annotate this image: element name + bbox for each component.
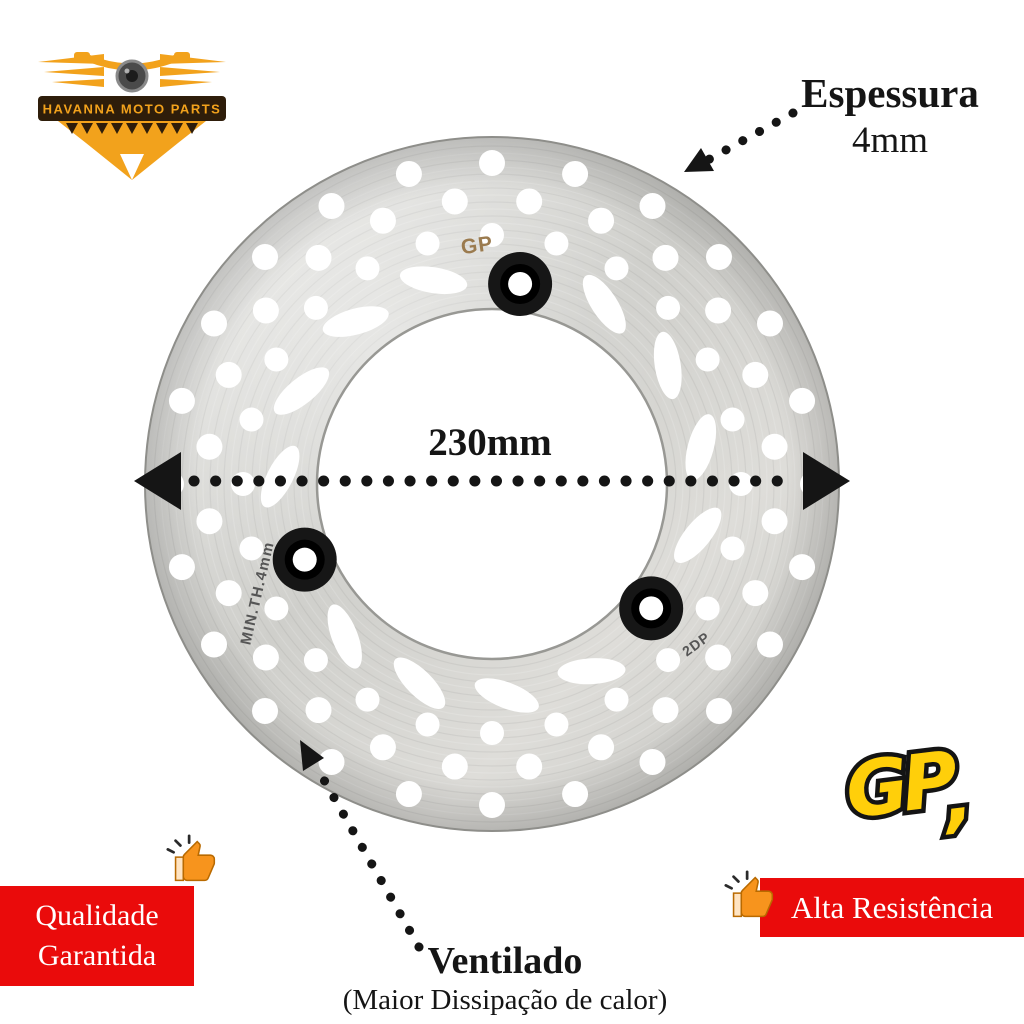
thumbs-up-icon (162, 830, 224, 892)
resistance-banner-label: Alta Resistência (790, 889, 994, 925)
diameter-value: 230mm (428, 421, 552, 464)
diameter-arrowhead-left-icon (134, 452, 181, 510)
ventilation-title: Ventilado (427, 940, 583, 982)
thickness-value: 4mm (851, 120, 929, 162)
sparkle-lines-icon (166, 834, 191, 854)
quality-banner: Qualidade Garantida (0, 886, 194, 986)
ventilation-subtitle: (Maior Dissipação de calor) (342, 983, 668, 1016)
quality-banner-line2: Garantida (37, 939, 157, 972)
gp-logo: GP , (836, 729, 985, 846)
disc-brand-mark: GP (459, 232, 494, 259)
brand-badge: HAVANNA MOTO PARTS (32, 40, 232, 195)
diameter-measurement (134, 452, 850, 510)
thickness-arrowhead-icon (684, 148, 714, 172)
badge-notch (120, 154, 144, 180)
sparkle-lines-icon (724, 870, 749, 890)
resistance-banner: Alta Resistência (760, 878, 1024, 937)
thumbs-up-icon (720, 866, 782, 928)
brand-badge-band (38, 96, 226, 121)
ventilation-callout: Ventilado (Maior Dissipação de calor) (255, 940, 755, 1017)
quality-banner-line1: Qualidade (35, 898, 159, 932)
badge-triangle-trim (66, 123, 198, 134)
thickness-title: Espessura (801, 70, 979, 116)
brand-badge-label: HAVANNA MOTO PARTS (43, 102, 222, 117)
badge-pennant (58, 121, 206, 180)
diameter-arrowhead-right-icon (803, 452, 850, 510)
thickness-dotted-line (701, 108, 798, 166)
ventilation-callout-arrow (300, 740, 424, 952)
disc-grommets (272, 251, 684, 641)
thickness-callout: Espessura 4mm (770, 70, 1010, 162)
brand-badge-emblem: HAVANNA MOTO PARTS (38, 52, 226, 180)
ventilation-arrowhead-icon (300, 740, 324, 771)
ventilation-dotted-line (315, 768, 424, 952)
thickness-callout-arrow (684, 108, 798, 172)
headlight-icon (115, 59, 149, 93)
gp-logo-text: GP (841, 734, 962, 836)
